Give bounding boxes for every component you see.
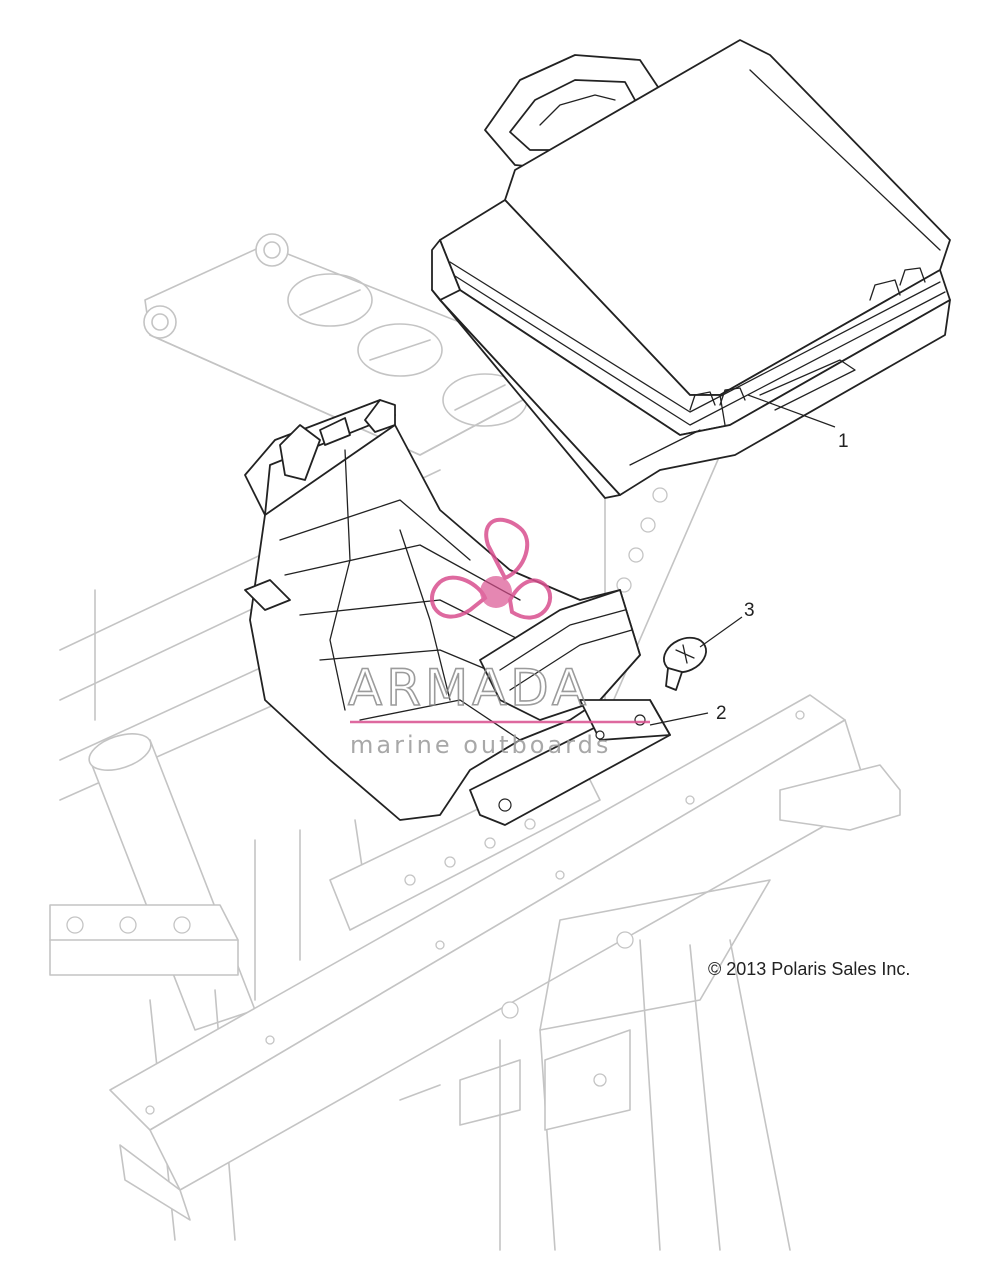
part-1-storage-box (431, 39, 951, 499)
watermark-title: ARMADA (348, 659, 590, 717)
vehicle-frame (49, 233, 901, 1251)
part-3-screw (663, 636, 707, 691)
callout-2-label: 2 (716, 703, 727, 724)
propeller-logo-icon (429, 517, 553, 620)
copyright-notice: © 2013 Polaris Sales Inc. (708, 959, 910, 979)
watermark-subtitle: marine outboards (350, 731, 611, 759)
callout-2: 2 (649, 703, 727, 726)
callout-1-label: 1 (838, 431, 849, 452)
callout-3-label: 3 (744, 600, 755, 621)
callout-3: 3 (699, 600, 755, 648)
watermark-logo: ARMADA marine outboards (347, 517, 650, 759)
callout-1: 1 (747, 394, 849, 452)
